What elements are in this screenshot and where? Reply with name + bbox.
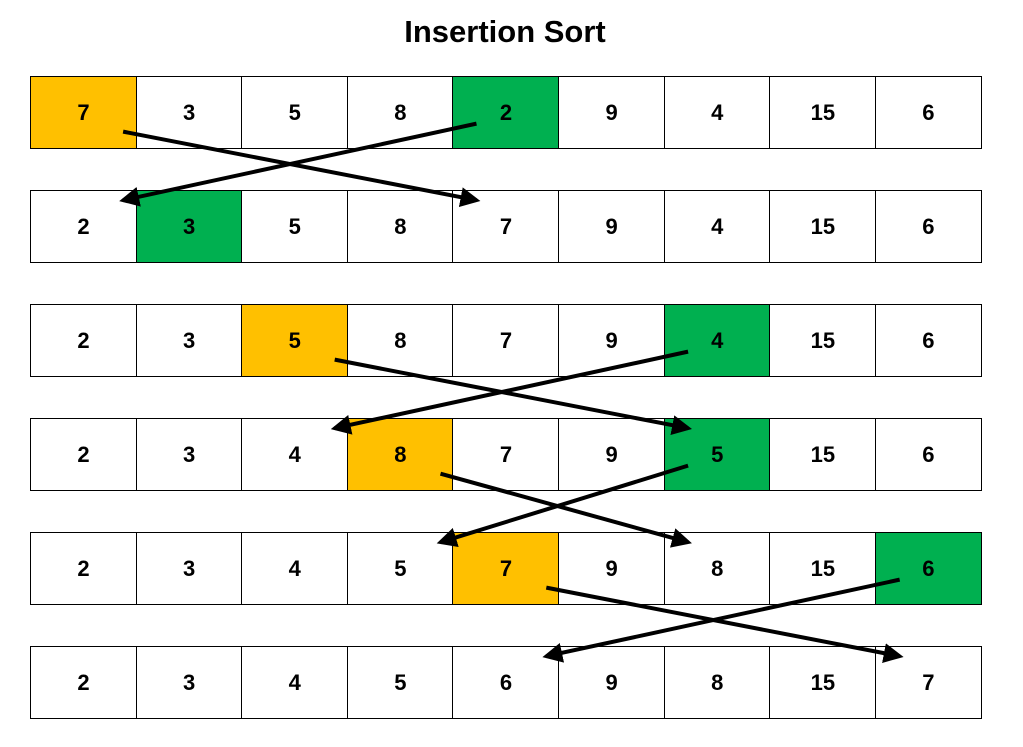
array-cell: 9 bbox=[558, 76, 666, 149]
array-cell: 15 bbox=[769, 304, 877, 377]
array-cell: 8 bbox=[663, 646, 771, 719]
array-cell: 15 bbox=[769, 76, 877, 149]
highlighted-array-cell: 5 bbox=[663, 418, 771, 491]
array-cell: 6 bbox=[874, 190, 982, 263]
array-cell: 4 bbox=[663, 76, 771, 149]
array-cell: 7 bbox=[452, 418, 560, 491]
highlighted-array-cell: 5 bbox=[241, 304, 349, 377]
array-cell: 5 bbox=[346, 532, 454, 605]
array-cell: 5 bbox=[346, 646, 454, 719]
array-cell: 4 bbox=[241, 532, 349, 605]
array-cell: 9 bbox=[558, 418, 666, 491]
array-cell: 4 bbox=[663, 190, 771, 263]
highlighted-array-cell: 7 bbox=[452, 532, 560, 605]
diagram-title: Insertion Sort bbox=[404, 14, 606, 49]
array-cell: 15 bbox=[769, 418, 877, 491]
array-cell: 3 bbox=[135, 76, 243, 149]
array-cell: 3 bbox=[135, 646, 243, 719]
highlighted-array-cell: 6 bbox=[874, 532, 982, 605]
array-cell: 9 bbox=[558, 190, 666, 263]
array-cell: 3 bbox=[135, 532, 243, 605]
array-cell: 5 bbox=[241, 190, 349, 263]
array-cell: 9 bbox=[558, 532, 666, 605]
array-cell: 6 bbox=[874, 76, 982, 149]
array-cell: 6 bbox=[874, 304, 982, 377]
highlighted-array-cell: 8 bbox=[346, 418, 454, 491]
array-cell: 15 bbox=[769, 646, 877, 719]
array-cell: 2 bbox=[30, 646, 138, 719]
array-cell: 15 bbox=[769, 532, 877, 605]
array-cell: 4 bbox=[241, 418, 349, 491]
array-cell: 9 bbox=[558, 304, 666, 377]
array-cell: 2 bbox=[30, 532, 138, 605]
array-cell: 2 bbox=[30, 418, 138, 491]
array-cell: 2 bbox=[30, 304, 138, 377]
array-cell: 8 bbox=[663, 532, 771, 605]
array-cell: 4 bbox=[241, 646, 349, 719]
highlighted-array-cell: 2 bbox=[452, 76, 560, 149]
array-cell: 8 bbox=[346, 190, 454, 263]
highlighted-array-cell: 3 bbox=[135, 190, 243, 263]
highlighted-array-cell: 4 bbox=[663, 304, 771, 377]
array-cell: 2 bbox=[30, 190, 138, 263]
array-cell: 7 bbox=[452, 304, 560, 377]
array-cell: 6 bbox=[452, 646, 560, 719]
array-cell: 7 bbox=[874, 646, 982, 719]
array-cell: 8 bbox=[346, 304, 454, 377]
array-cell: 5 bbox=[241, 76, 349, 149]
array-cell: 8 bbox=[346, 76, 454, 149]
highlighted-array-cell: 7 bbox=[30, 76, 138, 149]
array-cell: 9 bbox=[558, 646, 666, 719]
array-cell: 7 bbox=[452, 190, 560, 263]
array-cell: 6 bbox=[874, 418, 982, 491]
array-cell: 3 bbox=[135, 418, 243, 491]
array-cell: 3 bbox=[135, 304, 243, 377]
array-cell: 15 bbox=[769, 190, 877, 263]
